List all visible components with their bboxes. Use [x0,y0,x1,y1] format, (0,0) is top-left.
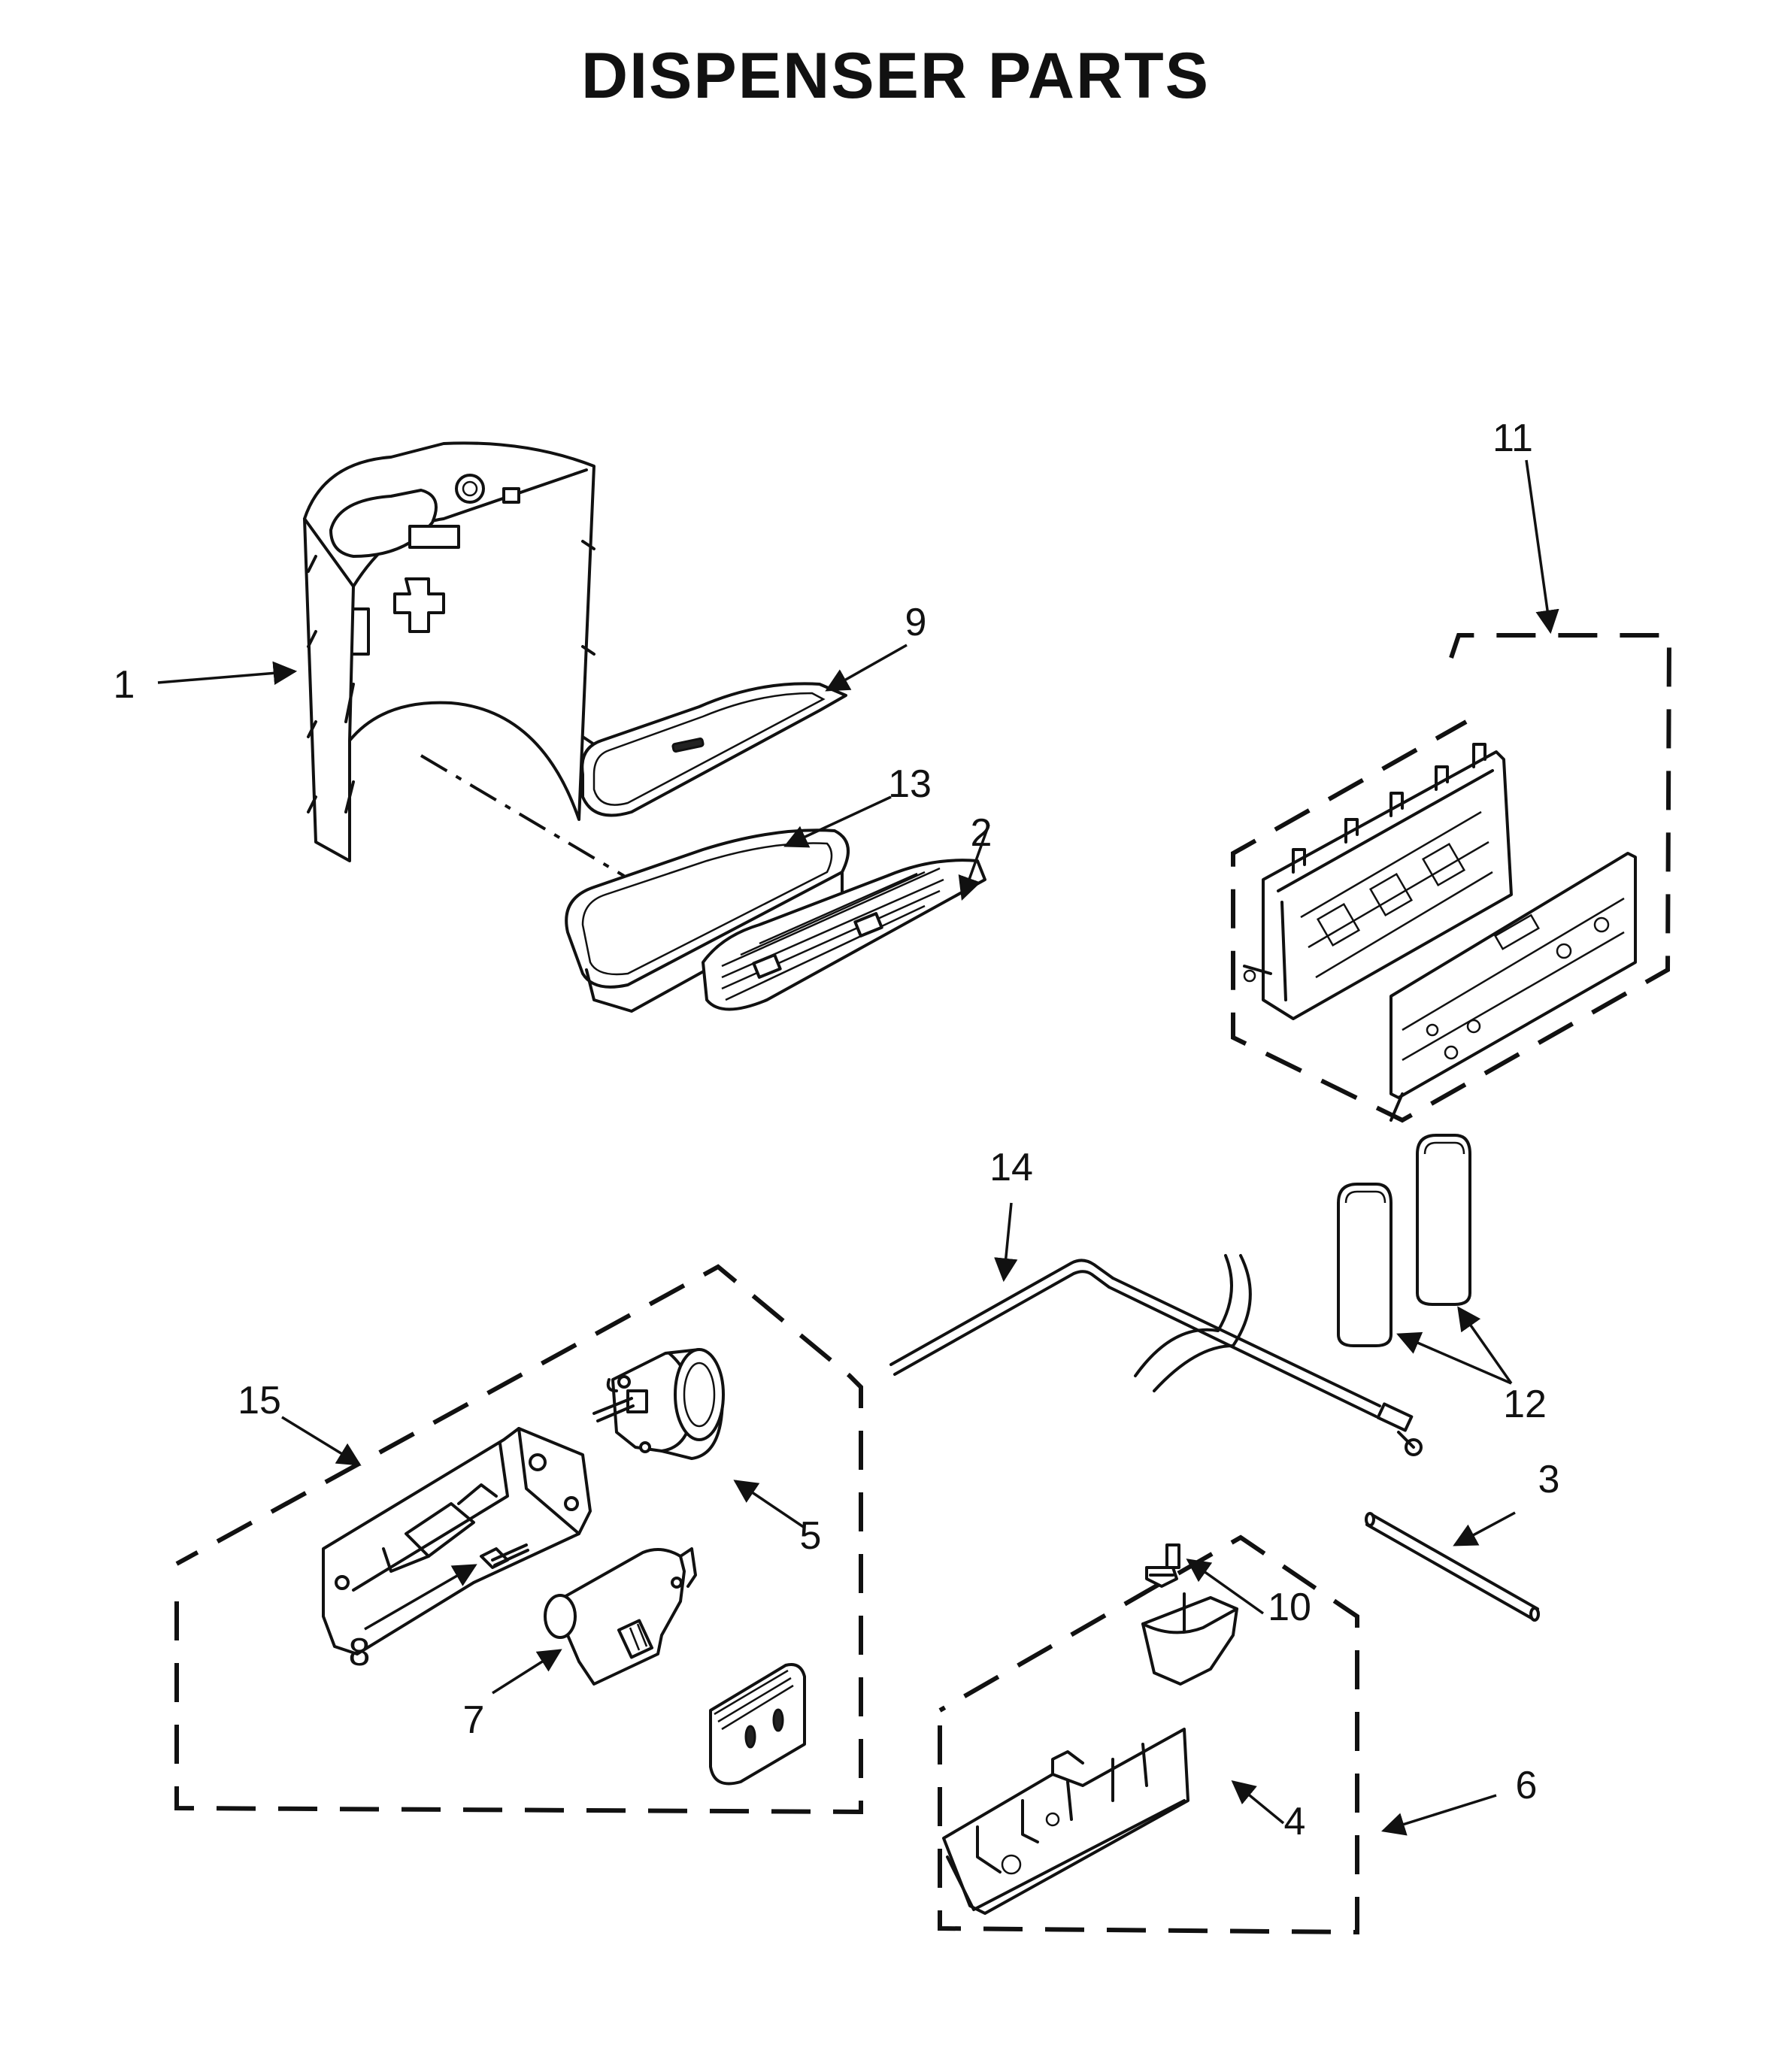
page-title: DISPENSER PARTS [581,40,1210,112]
switch-part-10 [1145,1543,1180,1588]
chute-door-part-4 [1141,1592,1238,1686]
leader-2 [958,824,990,901]
motor-part-5 [592,1348,725,1460]
leader-5 [733,1480,805,1529]
callout-10: 10 [1268,1586,1311,1629]
assembly-line [420,754,626,877]
callout-13: 13 [888,762,932,806]
callout-12: 12 [1503,1383,1547,1426]
leader-14 [994,1202,1018,1283]
grille-part-2 [702,859,986,1011]
control-panel-part-11 [1243,743,1637,1122]
callout-5: 5 [800,1514,822,1558]
leader-3 [1453,1511,1516,1546]
motor-assembly-part-15 [322,1427,592,1655]
callout-1: 1 [114,663,135,707]
motor-assembly-boundary [174,1264,863,1815]
leader-1 [157,661,298,686]
callout-14: 14 [989,1146,1033,1189]
leader-15 [281,1416,362,1466]
callout-15: 15 [238,1379,281,1422]
leader-12a [1396,1331,1512,1385]
chute-housing [942,1728,1189,1915]
callout-4: 4 [1284,1800,1306,1843]
dispenser-housing-part-1 [303,441,595,862]
callout-8: 8 [349,1631,371,1674]
leader-7 [492,1649,562,1695]
screw-part-8 [480,1543,529,1569]
leader-6 [1380,1794,1497,1836]
motor-cover [709,1663,806,1786]
leader-8 [364,1564,477,1631]
buttons-part-12 [1337,1134,1471,1347]
callout-2: 2 [971,811,992,855]
callout-7: 7 [463,1698,485,1742]
actuator-part-7 [544,1547,697,1686]
leader-9 [825,644,908,692]
leader-13 [783,795,892,848]
leader-12b [1457,1306,1513,1385]
leader-4 [1231,1780,1285,1825]
callout-11: 11 [1492,417,1533,460]
leader-11 [1525,459,1559,635]
callout-3: 3 [1538,1458,1560,1501]
callout-6: 6 [1516,1764,1538,1807]
callout-9: 9 [905,601,927,644]
gasket-part-9 [580,682,847,817]
tube-part-14 [889,1254,1423,1456]
drip-tray-part-13 [565,828,850,1013]
rod-part-3 [1365,1512,1540,1622]
leader-10 [1186,1559,1265,1615]
